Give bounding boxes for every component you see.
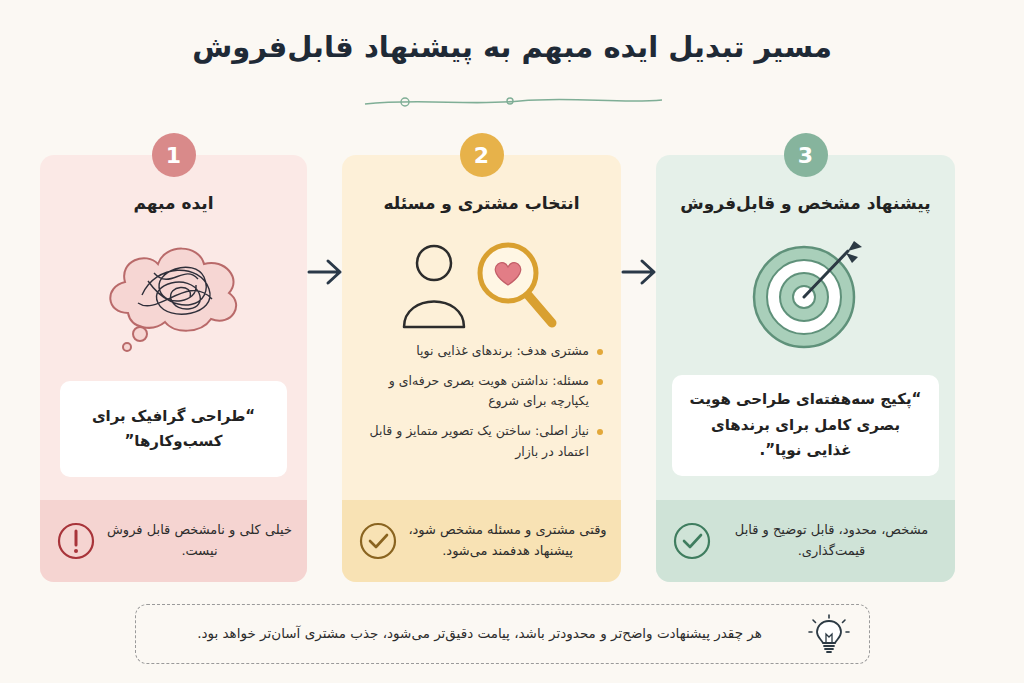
- squiggle-loop: [507, 98, 513, 104]
- stage-heading: پیشنهاد مشخص و قابل‌فروش: [666, 193, 945, 213]
- flow-arrow: [309, 261, 340, 283]
- verdict-text: وقتی مشتری و مسئله مشخص شود، پیشنهاد هدف…: [408, 520, 607, 562]
- verdict-text: خیلی کلی و نامشخص قابل فروش نیست.: [106, 520, 293, 562]
- quote-text: “طراحی گرافیک برای کسب‌وکارها”: [74, 404, 273, 455]
- tangled-cloud-illustration: [98, 233, 248, 358]
- warning-icon: [56, 521, 96, 561]
- stage-heading: انتخاب مشتری و مسئله: [352, 193, 611, 213]
- check-icon: [672, 521, 712, 561]
- flow-arrow: [623, 261, 654, 283]
- squiggle-loop: [401, 98, 409, 106]
- bullet-list: مشتری هدف: برندهای غذایی نوپا مسئله: نداش…: [358, 341, 603, 471]
- step-number: 2: [474, 143, 489, 168]
- customer-search-illustration: [392, 235, 572, 335]
- verdict-text: مشخص، محدود، قابل توضیح و قابل قیمت‌گذار…: [722, 520, 941, 562]
- step-number-circle: 3: [784, 133, 828, 177]
- stage-heading: ایده مبهم: [50, 193, 297, 213]
- bullet-item: مشتری هدف: برندهای غذایی نوپا: [358, 341, 603, 362]
- check-icon: [358, 521, 398, 561]
- step-number: 1: [166, 143, 181, 168]
- stage-panel: ایده مبهم1“طراحی گرافیک برای کسب‌وکارها”…: [40, 155, 307, 582]
- tip-box: هر چقدر پیشنهادت واضح‌تر و محدودتر باشد،…: [135, 604, 870, 664]
- step-number-circle: 1: [152, 133, 196, 177]
- step-number-circle: 2: [460, 133, 504, 177]
- lightbulb-icon: [807, 612, 851, 656]
- stage-panel: پیشنهاد مشخص و قابل‌فروش3“پکیج سه‌هفته‌ا…: [656, 155, 955, 582]
- tip-text: هر چقدر پیشنهادت واضح‌تر و محدودتر باشد،…: [197, 623, 762, 645]
- verdict-band: مشخص، محدود، قابل توضیح و قابل قیمت‌گذار…: [656, 500, 955, 582]
- quote-box: “پکیج سه‌هفته‌ای طراحی هویت بصری کامل بر…: [672, 375, 939, 476]
- verdict-band: خیلی کلی و نامشخص قابل فروش نیست.: [40, 500, 307, 582]
- step-number: 3: [798, 143, 813, 168]
- bullet-item: نیاز اصلی: ساختن یک تصویر متمایز و قابل …: [358, 421, 603, 462]
- quote-box: “طراحی گرافیک برای کسب‌وکارها”: [60, 381, 287, 477]
- stage-panel: انتخاب مشتری و مسئله مشتری هدف: برندهای غ…: [342, 155, 621, 582]
- verdict-band: وقتی مشتری و مسئله مشخص شود، پیشنهاد هدف…: [342, 500, 621, 582]
- diagram-title: مسیر تبدیل ایده مبهم به پیشنهاد قابل‌فرو…: [0, 30, 1024, 64]
- quote-text: “پکیج سه‌هفته‌ای طراحی هویت بصری کامل بر…: [686, 387, 925, 464]
- target-illustration: [748, 237, 868, 352]
- bullet-item: مسئله: نداشتن هویت بصری حرفه‌ای و یکپارچ…: [358, 371, 603, 412]
